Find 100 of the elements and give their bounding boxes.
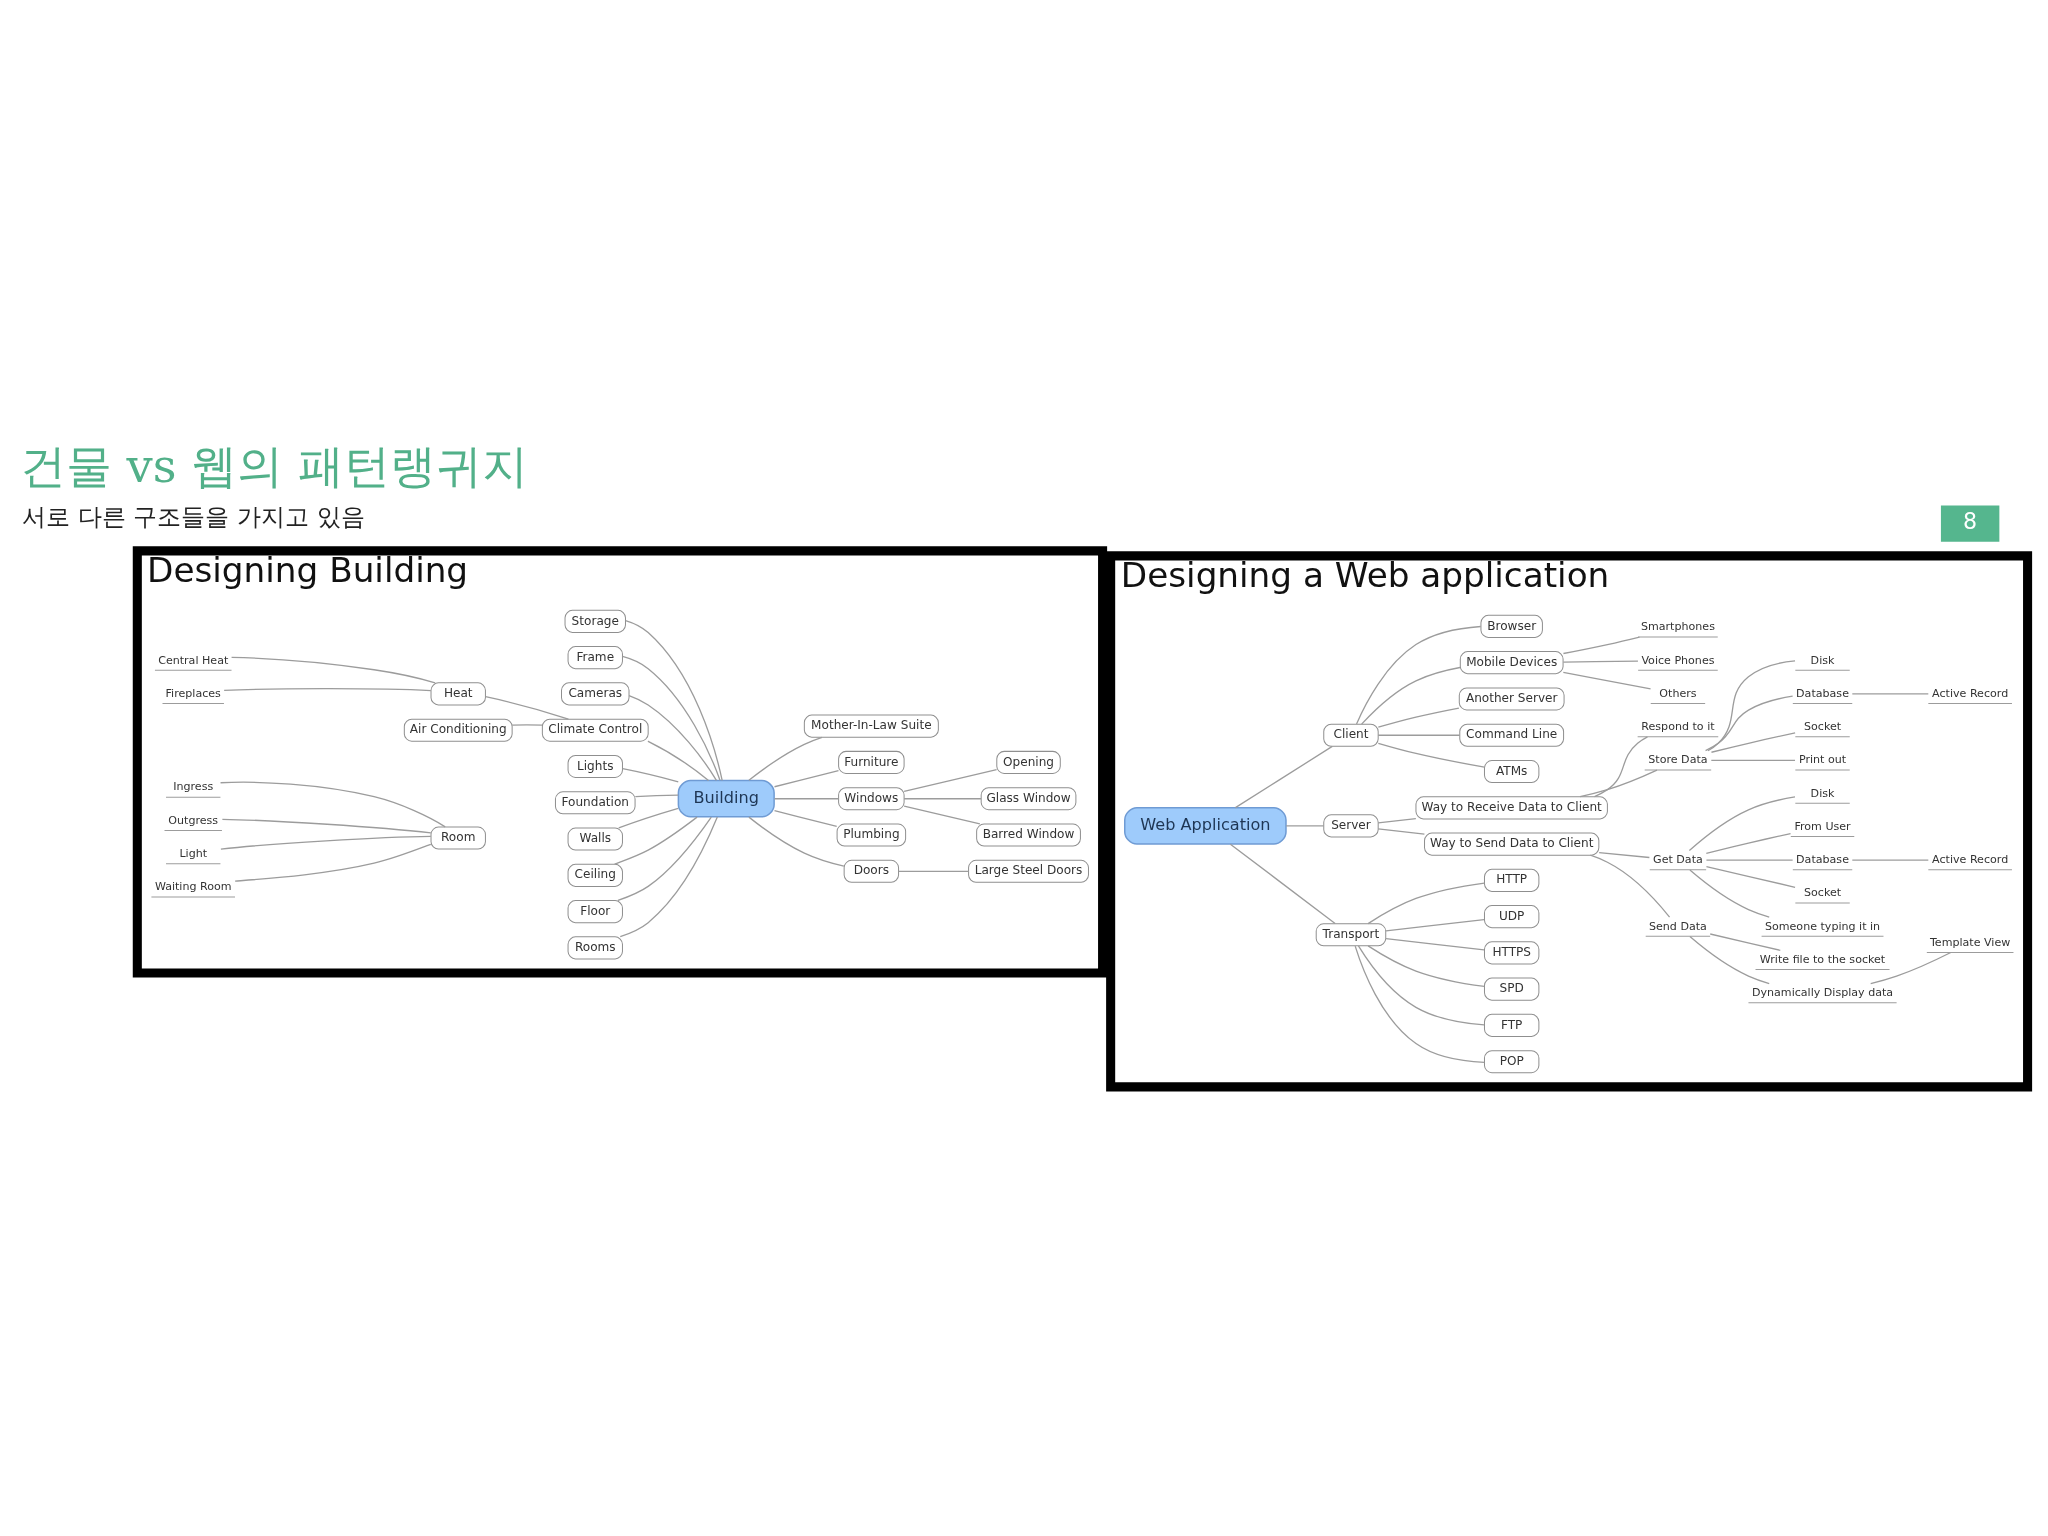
node-text: Others [1659, 686, 1697, 700]
connector [1704, 695, 1794, 752]
node-box: Opening [996, 750, 1061, 775]
node-box: POP [1483, 1050, 1540, 1074]
connector [613, 816, 698, 865]
node-text: Active Record [1932, 853, 2009, 867]
node-box: Cameras [561, 682, 630, 706]
connector [1377, 742, 1486, 768]
connector [1689, 935, 1770, 985]
connector [1367, 945, 1485, 988]
node-box: Building [677, 779, 775, 818]
node-box: FTP [1483, 1013, 1540, 1038]
node-text: Waiting Room [154, 880, 232, 894]
node-box: Ceiling [567, 863, 623, 887]
connector [1377, 707, 1460, 728]
connector [624, 619, 723, 781]
node-text: Socket [1803, 886, 1842, 900]
connector [773, 769, 840, 788]
node-box: SPD [1483, 977, 1540, 1001]
connector [619, 816, 718, 938]
connector [1688, 796, 1796, 852]
node-box: Way to Receive Data to Client [1415, 796, 1608, 820]
connector [1705, 865, 1796, 888]
connector [511, 724, 543, 726]
node-box: Furniture [838, 750, 905, 775]
node-text: Outgress [168, 813, 219, 827]
connector [1354, 945, 1485, 1063]
connector [1377, 734, 1461, 736]
node-box: Way to Send Data to Client [1424, 832, 1600, 856]
node-box: Frame [567, 646, 623, 670]
node-text: Template View [1929, 935, 2011, 949]
node-text: Socket [1803, 720, 1842, 734]
node-box: ATMs [1483, 759, 1540, 784]
node-box: HTTP [1483, 868, 1540, 892]
connector [1357, 945, 1485, 1026]
connector [773, 798, 840, 800]
node-text: Smartphones [1640, 620, 1715, 634]
connector [1709, 933, 1781, 951]
node-text: Central Heat [158, 653, 229, 667]
connector [1562, 636, 1641, 655]
connector [219, 781, 446, 828]
node-text: From User [1794, 819, 1851, 833]
node-box: Browser [1480, 614, 1543, 638]
node-text: Voice Phones [1641, 653, 1715, 667]
node-box: Doors [843, 859, 900, 883]
connector [621, 655, 721, 781]
node-box: Heat [430, 682, 486, 706]
connector [1579, 769, 1658, 798]
connector [1385, 919, 1485, 932]
node-box: Walls [567, 827, 623, 851]
node-box: Rooms [567, 936, 623, 960]
connector [1589, 854, 1671, 918]
node-box: Room [430, 826, 486, 850]
connector [1377, 817, 1417, 824]
connector [1705, 832, 1792, 854]
connector [220, 835, 432, 850]
node-text: Get Data [1653, 853, 1703, 867]
connector [484, 696, 570, 720]
node-box: Air Conditioning [403, 718, 513, 742]
node-box: Climate Control [541, 718, 649, 742]
node-text: Store Data [1648, 753, 1708, 767]
node-box: Command Line [1459, 723, 1565, 747]
connector [903, 805, 981, 825]
connector [234, 843, 432, 882]
connector [1385, 938, 1485, 951]
connector [1851, 859, 1929, 861]
connector [1598, 851, 1651, 859]
connector [617, 816, 712, 902]
node-text: Database [1796, 853, 1849, 867]
connector [221, 818, 432, 834]
node-box: Foundation [554, 791, 636, 815]
node-text: Disk [1810, 653, 1835, 667]
node-box: UDP [1483, 905, 1540, 929]
label: 8 [1963, 508, 1978, 535]
node-box: Floor [567, 900, 623, 924]
node-text: Fireplaces [165, 686, 221, 700]
node-box: Plumbing [836, 823, 907, 847]
connector [1367, 882, 1485, 925]
connector [618, 807, 679, 829]
connector [647, 740, 710, 782]
connector [1355, 625, 1482, 725]
node-box: Server [1323, 814, 1379, 838]
node-box: Client [1323, 723, 1379, 747]
node-text: Send Data [1649, 919, 1707, 933]
connector [1285, 825, 1325, 827]
connector [223, 688, 432, 692]
node-text: Light [179, 846, 208, 860]
connector [1851, 693, 1929, 695]
connector [1562, 660, 1639, 663]
connector [1707, 660, 1796, 752]
node-box: Barred Window [976, 823, 1081, 847]
connector [230, 656, 436, 684]
node-box: HTTPS [1483, 941, 1540, 965]
connector [1377, 828, 1426, 835]
node-box: Another Server [1458, 687, 1565, 711]
node-text: Dynamically Display data [1751, 986, 1894, 1000]
connector [1689, 869, 1770, 918]
diagram-title: 건물 vs 웹의 패턴랭귀지 [19, 439, 528, 494]
node-box: Transport [1315, 923, 1387, 947]
node-box: Large Steel Doors [968, 859, 1089, 883]
